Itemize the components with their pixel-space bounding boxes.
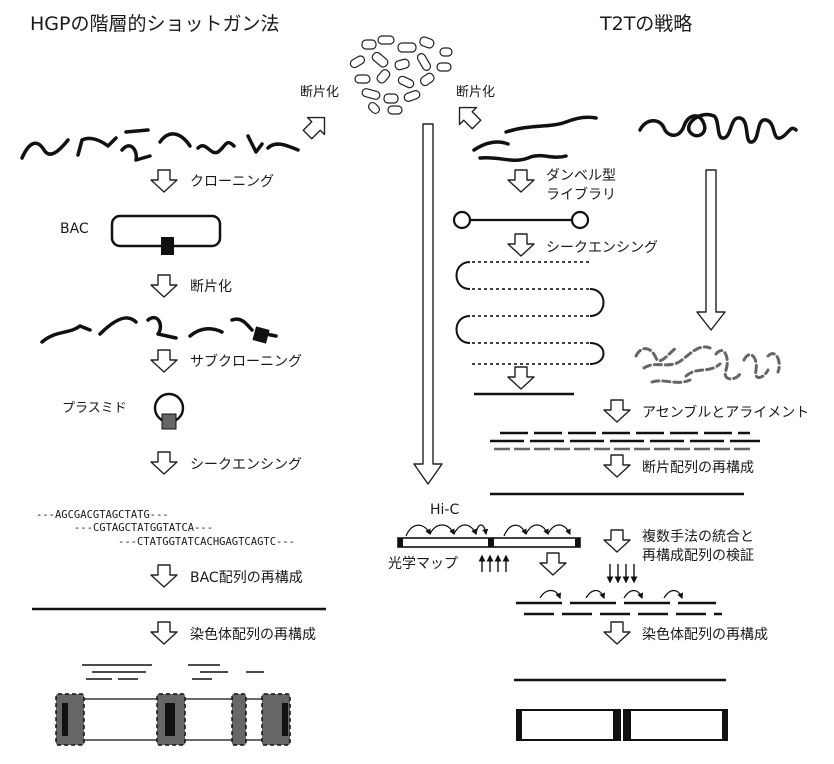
ultralong-dna: [638, 112, 798, 144]
arrow-seq-right: [507, 233, 535, 257]
arrow-subcloning: [150, 349, 178, 373]
step-cloning: クローニング: [190, 174, 274, 190]
hic-label: Hi-C: [430, 502, 459, 518]
hic-map: [397, 524, 581, 548]
step-subcloning: サブクローニング: [190, 353, 302, 370]
step-dumbbell-1: ダンベル型: [546, 168, 616, 184]
step-seq-left: シークエンシング: [190, 457, 302, 473]
bac-insert: [161, 237, 174, 255]
scaffolding: [516, 589, 722, 616]
chromosome-left: [55, 693, 291, 746]
step-seq-right: シークエンシング: [546, 240, 658, 256]
seq-read-3: ---CTATGGTATCACHGAGTCAGTC---: [118, 536, 295, 548]
arrow-assembly: [603, 399, 631, 423]
optical-markers-down: [606, 564, 638, 584]
seq-read-1: ---AGCGACGTAGCTATG---: [36, 509, 169, 521]
arrow-merge: [539, 552, 567, 576]
step-bac-recon: BAC配列の再構成: [190, 570, 303, 586]
frag-label-left: 断片化: [300, 85, 339, 100]
arrow-frag-recon: [603, 454, 631, 478]
seq-read-2: ---CGTAGCTATGGTATCA---: [74, 522, 213, 534]
left-title: HGPの階層的ショットガン法: [30, 13, 279, 35]
arrow-integration: [603, 529, 631, 553]
right-title: T2Tの戦略: [599, 13, 692, 35]
long-arrow-center: [413, 123, 443, 485]
dna-fragments-left: [20, 128, 300, 162]
dumbbell: [452, 210, 590, 230]
arrow-chrom-left: [150, 621, 178, 645]
plasmid-label: プラスミド: [62, 401, 127, 416]
step-integration-1: 複数手法の統合と: [642, 528, 754, 545]
arrow-hifi: [507, 366, 535, 390]
step-chrom-left: 染色体配列の再構成: [190, 626, 316, 643]
arrow-chrom-right: [603, 621, 631, 645]
arrow-dumbbell: [507, 169, 535, 193]
bac-tiling: [82, 664, 264, 680]
plasmid-insert: [161, 413, 177, 430]
ultralong-reads: [634, 345, 781, 384]
bac-label: BAC: [60, 221, 89, 237]
step-frag-mid: 断片化: [190, 279, 232, 295]
chromosome-right: [516, 709, 728, 741]
step-dumbbell-2: ライブラリ: [546, 186, 616, 203]
arrow-cloning: [150, 169, 178, 193]
dna-fragments-mid: [40, 315, 278, 344]
frag-arrow-left: [302, 116, 326, 140]
long-arrow-right: [696, 169, 726, 331]
frag-label-right: 断片化: [456, 85, 495, 100]
step-frag-recon: 断片配列の再構成: [642, 460, 754, 476]
arrow-frag-mid: [150, 274, 178, 298]
arrow-bac-recon: [150, 564, 178, 588]
circular-reads: [455, 261, 605, 365]
step-assembly: アセンブルとアライメント: [642, 404, 809, 421]
frag-arrow-right: [458, 106, 482, 130]
step-chrom-right: 染色体配列の再構成: [642, 626, 768, 643]
dna-fragments-right: [472, 115, 598, 162]
cells-cluster: [349, 35, 453, 115]
optical-map-label: 光学マップ: [388, 556, 458, 572]
arrow-seq-left: [150, 451, 178, 475]
aligned-contigs: [490, 431, 760, 451]
optical-markers-up: [478, 554, 510, 572]
step-integration-2: 再構成配列の検証: [642, 548, 754, 564]
